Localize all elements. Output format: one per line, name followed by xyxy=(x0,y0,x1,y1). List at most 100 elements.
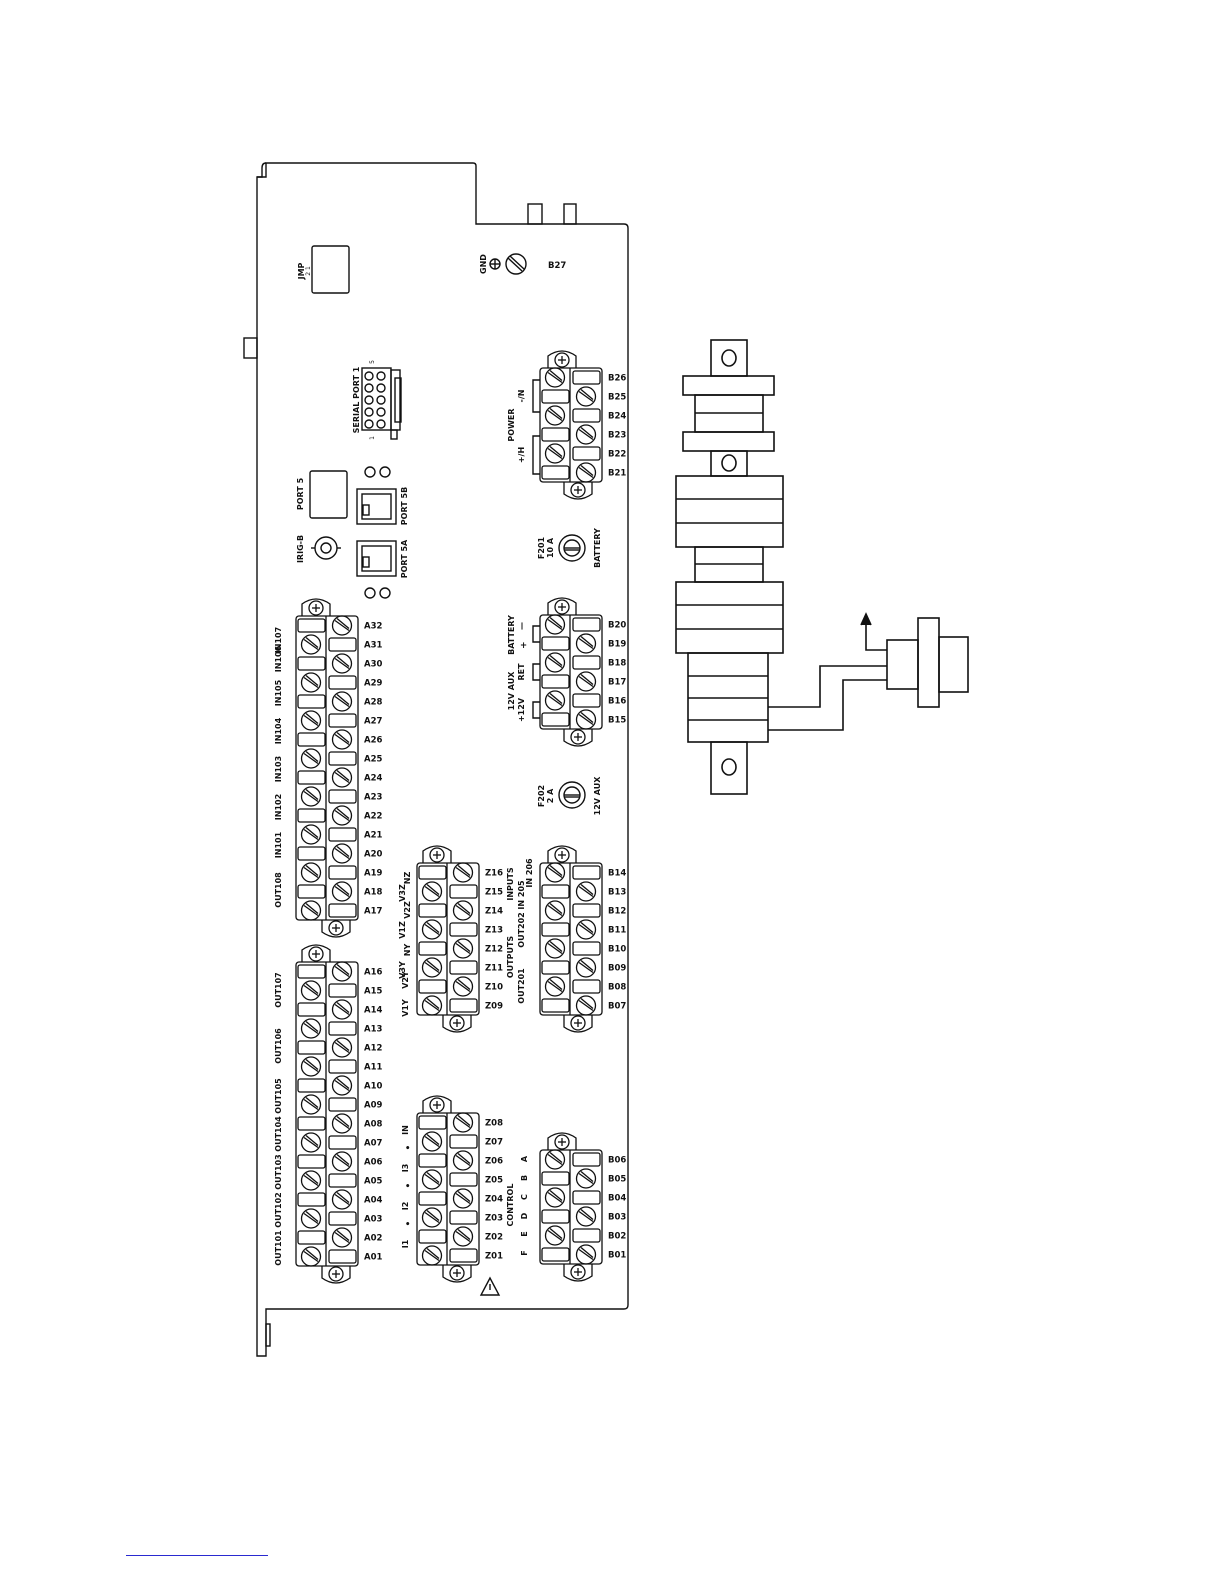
inputs-title: INPUTS xyxy=(506,867,515,900)
a-upper-screw-a28 xyxy=(331,691,353,712)
a-upper-screw-a24 xyxy=(331,767,353,788)
b-io-mount-top xyxy=(554,847,570,863)
terminal-label-a23: A23 xyxy=(364,793,382,803)
z-lower-screw-z06 xyxy=(452,1150,474,1171)
terminal-label-a13: A13 xyxy=(364,1025,382,1035)
z-upper-mount-bottom xyxy=(449,1015,465,1031)
a-lower-mount-top xyxy=(308,946,324,962)
group-label-in106: IN106 xyxy=(274,645,283,672)
a-upper-screw-a25 xyxy=(300,748,322,769)
fuse-f201 xyxy=(558,534,586,562)
group-label-out102: OUT102 xyxy=(274,1192,283,1227)
z-upper-screw-z13 xyxy=(421,919,443,940)
in205-label: IN 205 xyxy=(517,880,526,910)
polarity-dot: • xyxy=(405,1220,410,1230)
group-label-out107: OUT107 xyxy=(274,972,283,1007)
b-power-screw-b24 xyxy=(544,405,566,426)
terminal-label-a30: A30 xyxy=(364,660,382,670)
battery-pos: + xyxy=(520,641,527,651)
port5b-jack xyxy=(356,488,397,525)
terminal-label-a05: A05 xyxy=(364,1177,382,1187)
terminal-label-a12: A12 xyxy=(364,1044,382,1054)
fuse-f202 xyxy=(558,781,586,809)
serial-port-1 xyxy=(361,367,402,440)
terminal-label-z12: Z12 xyxy=(485,945,503,955)
out201-label: OUT201 xyxy=(517,968,526,1004)
control-letter-b: B xyxy=(520,1175,529,1181)
terminal-label-a11: A11 xyxy=(364,1063,382,1073)
battery-neg: — xyxy=(517,622,526,630)
terminal-label-a01: A01 xyxy=(364,1253,382,1263)
a-lower-screw-a07 xyxy=(300,1132,322,1153)
voltage-label-v2z: V2Z xyxy=(403,901,412,919)
group-label-out106: OUT106 xyxy=(274,1028,283,1064)
terminal-label-a14: A14 xyxy=(364,1006,382,1016)
terminal-label-a20: A20 xyxy=(364,850,382,860)
a-upper-screw-a18 xyxy=(331,881,353,902)
z-lower-terminal-block xyxy=(416,1095,480,1283)
gnd-label: GND xyxy=(479,254,488,274)
group-label-in103: IN103 xyxy=(274,756,283,782)
serial-port-label: SERIAL PORT 1 xyxy=(352,366,361,433)
a-lower-screw-a11 xyxy=(300,1056,322,1077)
b-battery-screw-b16 xyxy=(544,690,566,711)
current-label-in: IN xyxy=(401,1125,410,1135)
terminal-label-b15: B15 xyxy=(608,716,626,726)
a-upper-screw-a29 xyxy=(300,672,322,693)
serial-pin-1: 1 xyxy=(369,436,376,440)
jumper-block xyxy=(311,245,350,294)
polarity-dot: • xyxy=(405,1182,410,1192)
a-lower-screw-a01 xyxy=(300,1246,322,1267)
control-letter-f: F xyxy=(520,1250,529,1255)
terminal-label-z03: Z03 xyxy=(485,1214,503,1224)
b-battery-mount-bottom xyxy=(570,729,586,745)
group-label-out104: OUT104 xyxy=(274,1116,283,1152)
board-outline xyxy=(256,162,629,1357)
z-upper-mount-top xyxy=(429,847,445,863)
b-control-mount-top xyxy=(554,1134,570,1150)
b-battery-screw-b17 xyxy=(575,671,597,692)
current-label-i2: I2 xyxy=(401,1202,410,1211)
footer-rule xyxy=(126,1555,268,1556)
f202-label: 12V AUX xyxy=(593,776,602,816)
b-control-screw-b03 xyxy=(575,1206,597,1227)
terminal-label-a22: A22 xyxy=(364,812,382,822)
z-upper-screw-z09 xyxy=(421,995,443,1016)
warning-icon xyxy=(479,1276,501,1296)
b-control-screw-b04 xyxy=(544,1187,566,1208)
terminal-label-b20: B20 xyxy=(608,621,626,631)
outputs-title: OUTPUTS xyxy=(506,936,515,979)
b-power-screw-b21 xyxy=(575,462,597,483)
b-io-screw-b14 xyxy=(544,862,566,883)
voltage-label-v1y: V1Y xyxy=(401,999,410,1017)
port5-connector xyxy=(309,470,348,519)
terminal-label-z02: Z02 xyxy=(485,1233,503,1243)
a-upper-terminal-block xyxy=(295,598,359,938)
a-upper-mount-bottom xyxy=(328,920,344,936)
voltage-label-v3y: V3Y xyxy=(398,961,407,979)
terminal-label-b16: B16 xyxy=(608,697,626,707)
terminal-label-b25: B25 xyxy=(608,393,626,403)
terminal-label-b03: B03 xyxy=(608,1213,626,1223)
group-label-in101: IN101 xyxy=(274,831,283,858)
a-upper-screw-a22 xyxy=(331,805,353,826)
a-lower-screw-a06 xyxy=(331,1151,353,1172)
a-lower-screw-a03 xyxy=(300,1208,322,1229)
terminal-label-b18: B18 xyxy=(608,659,626,669)
b-battery-screw-b19 xyxy=(575,633,597,654)
z-lower-screw-z04 xyxy=(452,1188,474,1209)
jumper-sub: 2 1 xyxy=(305,266,312,276)
terminal-label-z04: Z04 xyxy=(485,1195,503,1205)
terminal-label-b06: B06 xyxy=(608,1156,626,1166)
b-control-screw-b06 xyxy=(544,1149,566,1170)
terminal-label-a04: A04 xyxy=(364,1196,382,1206)
b-power-terminal-block xyxy=(539,350,603,500)
b-io-screw-b13 xyxy=(575,881,597,902)
z-lower-screw-z05 xyxy=(421,1169,443,1190)
group-label-in107: IN107 xyxy=(274,627,283,653)
b-control-terminal-block xyxy=(539,1132,603,1282)
irig-b-connector xyxy=(314,536,338,560)
b-control-mount-bottom xyxy=(570,1264,586,1280)
z-lower-screw-z03 xyxy=(421,1207,443,1228)
a-upper-mount-top xyxy=(308,600,324,616)
